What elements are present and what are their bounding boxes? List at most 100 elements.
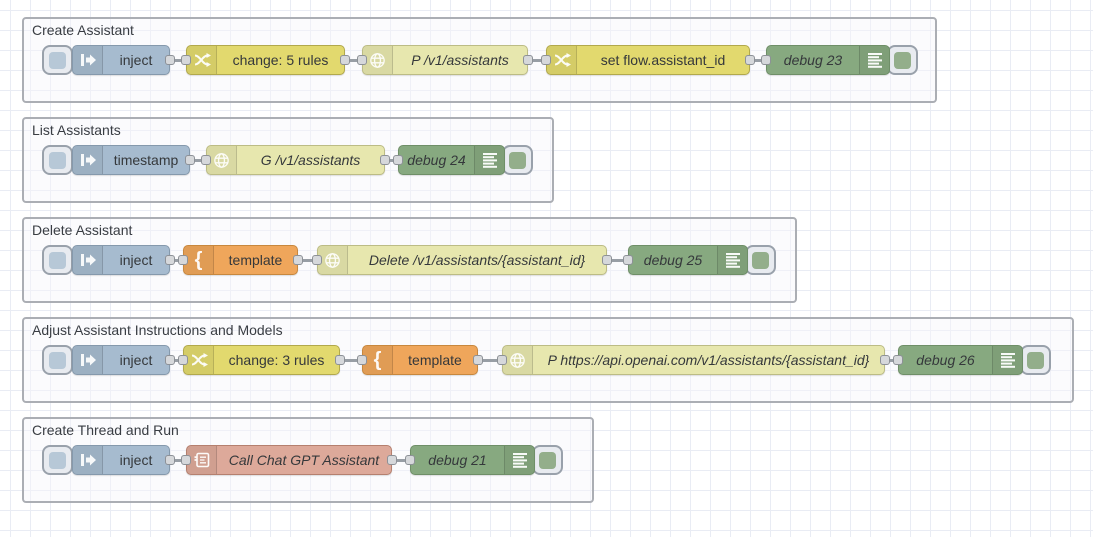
inject-trigger-button[interactable] (42, 245, 73, 275)
input-port[interactable] (541, 55, 551, 65)
node-label: Delete /v1/assistants/{assistant_id} (368, 252, 586, 268)
wire[interactable] (607, 258, 628, 262)
wire[interactable] (345, 58, 362, 62)
output-port[interactable] (340, 55, 350, 65)
node-label: debug 25 (643, 252, 703, 268)
globe-icon (363, 46, 393, 74)
wire[interactable] (528, 58, 546, 62)
inject-arrow-icon (73, 46, 103, 74)
inject-arrow-icon (73, 346, 103, 374)
inject-arrow-icon (73, 446, 103, 474)
output-port[interactable] (387, 455, 397, 465)
node-subflow[interactable]: Call Chat GPT Assistant (186, 445, 392, 475)
input-port[interactable] (178, 255, 188, 265)
node-inject[interactable]: inject (72, 445, 170, 475)
inject-trigger-button[interactable] (42, 445, 73, 475)
wire[interactable] (298, 258, 317, 262)
node-http[interactable]: P https://api.openai.com/v1/assistants/{… (502, 345, 885, 375)
node-label: inject (119, 352, 153, 368)
wire[interactable] (885, 358, 898, 362)
input-port[interactable] (178, 355, 188, 365)
node-change[interactable]: change: 3 rules (183, 345, 340, 375)
input-port[interactable] (201, 155, 211, 165)
output-port[interactable] (880, 355, 890, 365)
output-port[interactable] (165, 455, 175, 465)
input-port[interactable] (623, 255, 633, 265)
wire[interactable] (340, 358, 362, 362)
wire[interactable] (170, 458, 186, 462)
output-port[interactable] (523, 55, 533, 65)
group-label: Create Assistant (32, 22, 134, 38)
node-label: inject (119, 252, 153, 268)
node-http[interactable]: Delete /v1/assistants/{assistant_id} (317, 245, 607, 275)
globe-icon (207, 146, 237, 174)
wire[interactable] (170, 58, 186, 62)
node-label: debug 21 (428, 452, 487, 468)
node-template[interactable]: {template (362, 345, 478, 375)
debug-toggle-button[interactable] (745, 245, 776, 275)
input-port[interactable] (181, 55, 191, 65)
subflow-icon (187, 446, 217, 474)
output-port[interactable] (165, 355, 175, 365)
input-port[interactable] (405, 455, 415, 465)
inject-trigger-button[interactable] (42, 145, 73, 175)
wire[interactable] (385, 158, 398, 162)
output-port[interactable] (293, 255, 303, 265)
inject-trigger-button[interactable] (42, 45, 73, 75)
debug-toggle-button[interactable] (887, 45, 918, 75)
debug-toggle-button[interactable] (1020, 345, 1051, 375)
node-inject[interactable]: inject (72, 45, 170, 75)
output-port[interactable] (745, 55, 755, 65)
debug-toggle-button[interactable] (532, 445, 563, 475)
input-port[interactable] (761, 55, 771, 65)
output-port[interactable] (185, 155, 195, 165)
wire[interactable] (170, 358, 183, 362)
debug-toggle-button[interactable] (502, 145, 533, 175)
debug-output-icon (992, 346, 1022, 374)
input-port[interactable] (893, 355, 903, 365)
output-port[interactable] (602, 255, 612, 265)
node-debug[interactable]: debug 24 (398, 145, 505, 175)
output-port[interactable] (380, 155, 390, 165)
wire[interactable] (170, 258, 183, 262)
input-port[interactable] (312, 255, 322, 265)
wire[interactable] (750, 58, 766, 62)
node-inject[interactable]: inject (72, 245, 170, 275)
group-label: Create Thread and Run (32, 422, 179, 438)
debug-toggle-button-inner (1027, 351, 1044, 369)
debug-output-icon (474, 146, 504, 174)
input-port[interactable] (357, 55, 367, 65)
node-label: inject (119, 452, 153, 468)
debug-toggle-button-inner (539, 451, 556, 469)
node-debug[interactable]: debug 21 (410, 445, 535, 475)
node-debug[interactable]: debug 26 (898, 345, 1023, 375)
wire[interactable] (392, 458, 410, 462)
output-port[interactable] (473, 355, 483, 365)
node-label: P /v1/assistants (411, 52, 509, 68)
inject-trigger-button[interactable] (42, 345, 73, 375)
debug-toggle-button-inner (894, 51, 911, 69)
input-port[interactable] (181, 455, 191, 465)
node-change[interactable]: set flow.assistant_id (546, 45, 750, 75)
debug-output-icon (504, 446, 534, 474)
output-port[interactable] (335, 355, 345, 365)
node-inject[interactable]: inject (72, 345, 170, 375)
node-template[interactable]: {template (183, 245, 298, 275)
wire[interactable] (190, 158, 206, 162)
node-debug[interactable]: debug 23 (766, 45, 890, 75)
node-change[interactable]: change: 5 rules (186, 45, 345, 75)
wire[interactable] (478, 358, 502, 362)
output-port[interactable] (165, 255, 175, 265)
input-port[interactable] (393, 155, 403, 165)
node-http[interactable]: P /v1/assistants (362, 45, 528, 75)
node-http[interactable]: G /v1/assistants (206, 145, 385, 175)
node-label: template (228, 252, 283, 268)
node-label: template (408, 352, 462, 368)
input-port[interactable] (357, 355, 367, 365)
node-inject[interactable]: timestamp (72, 145, 190, 175)
input-port[interactable] (497, 355, 507, 365)
node-debug[interactable]: debug 25 (628, 245, 748, 275)
node-label: Call Chat GPT Assistant (228, 452, 380, 468)
output-port[interactable] (165, 55, 175, 65)
